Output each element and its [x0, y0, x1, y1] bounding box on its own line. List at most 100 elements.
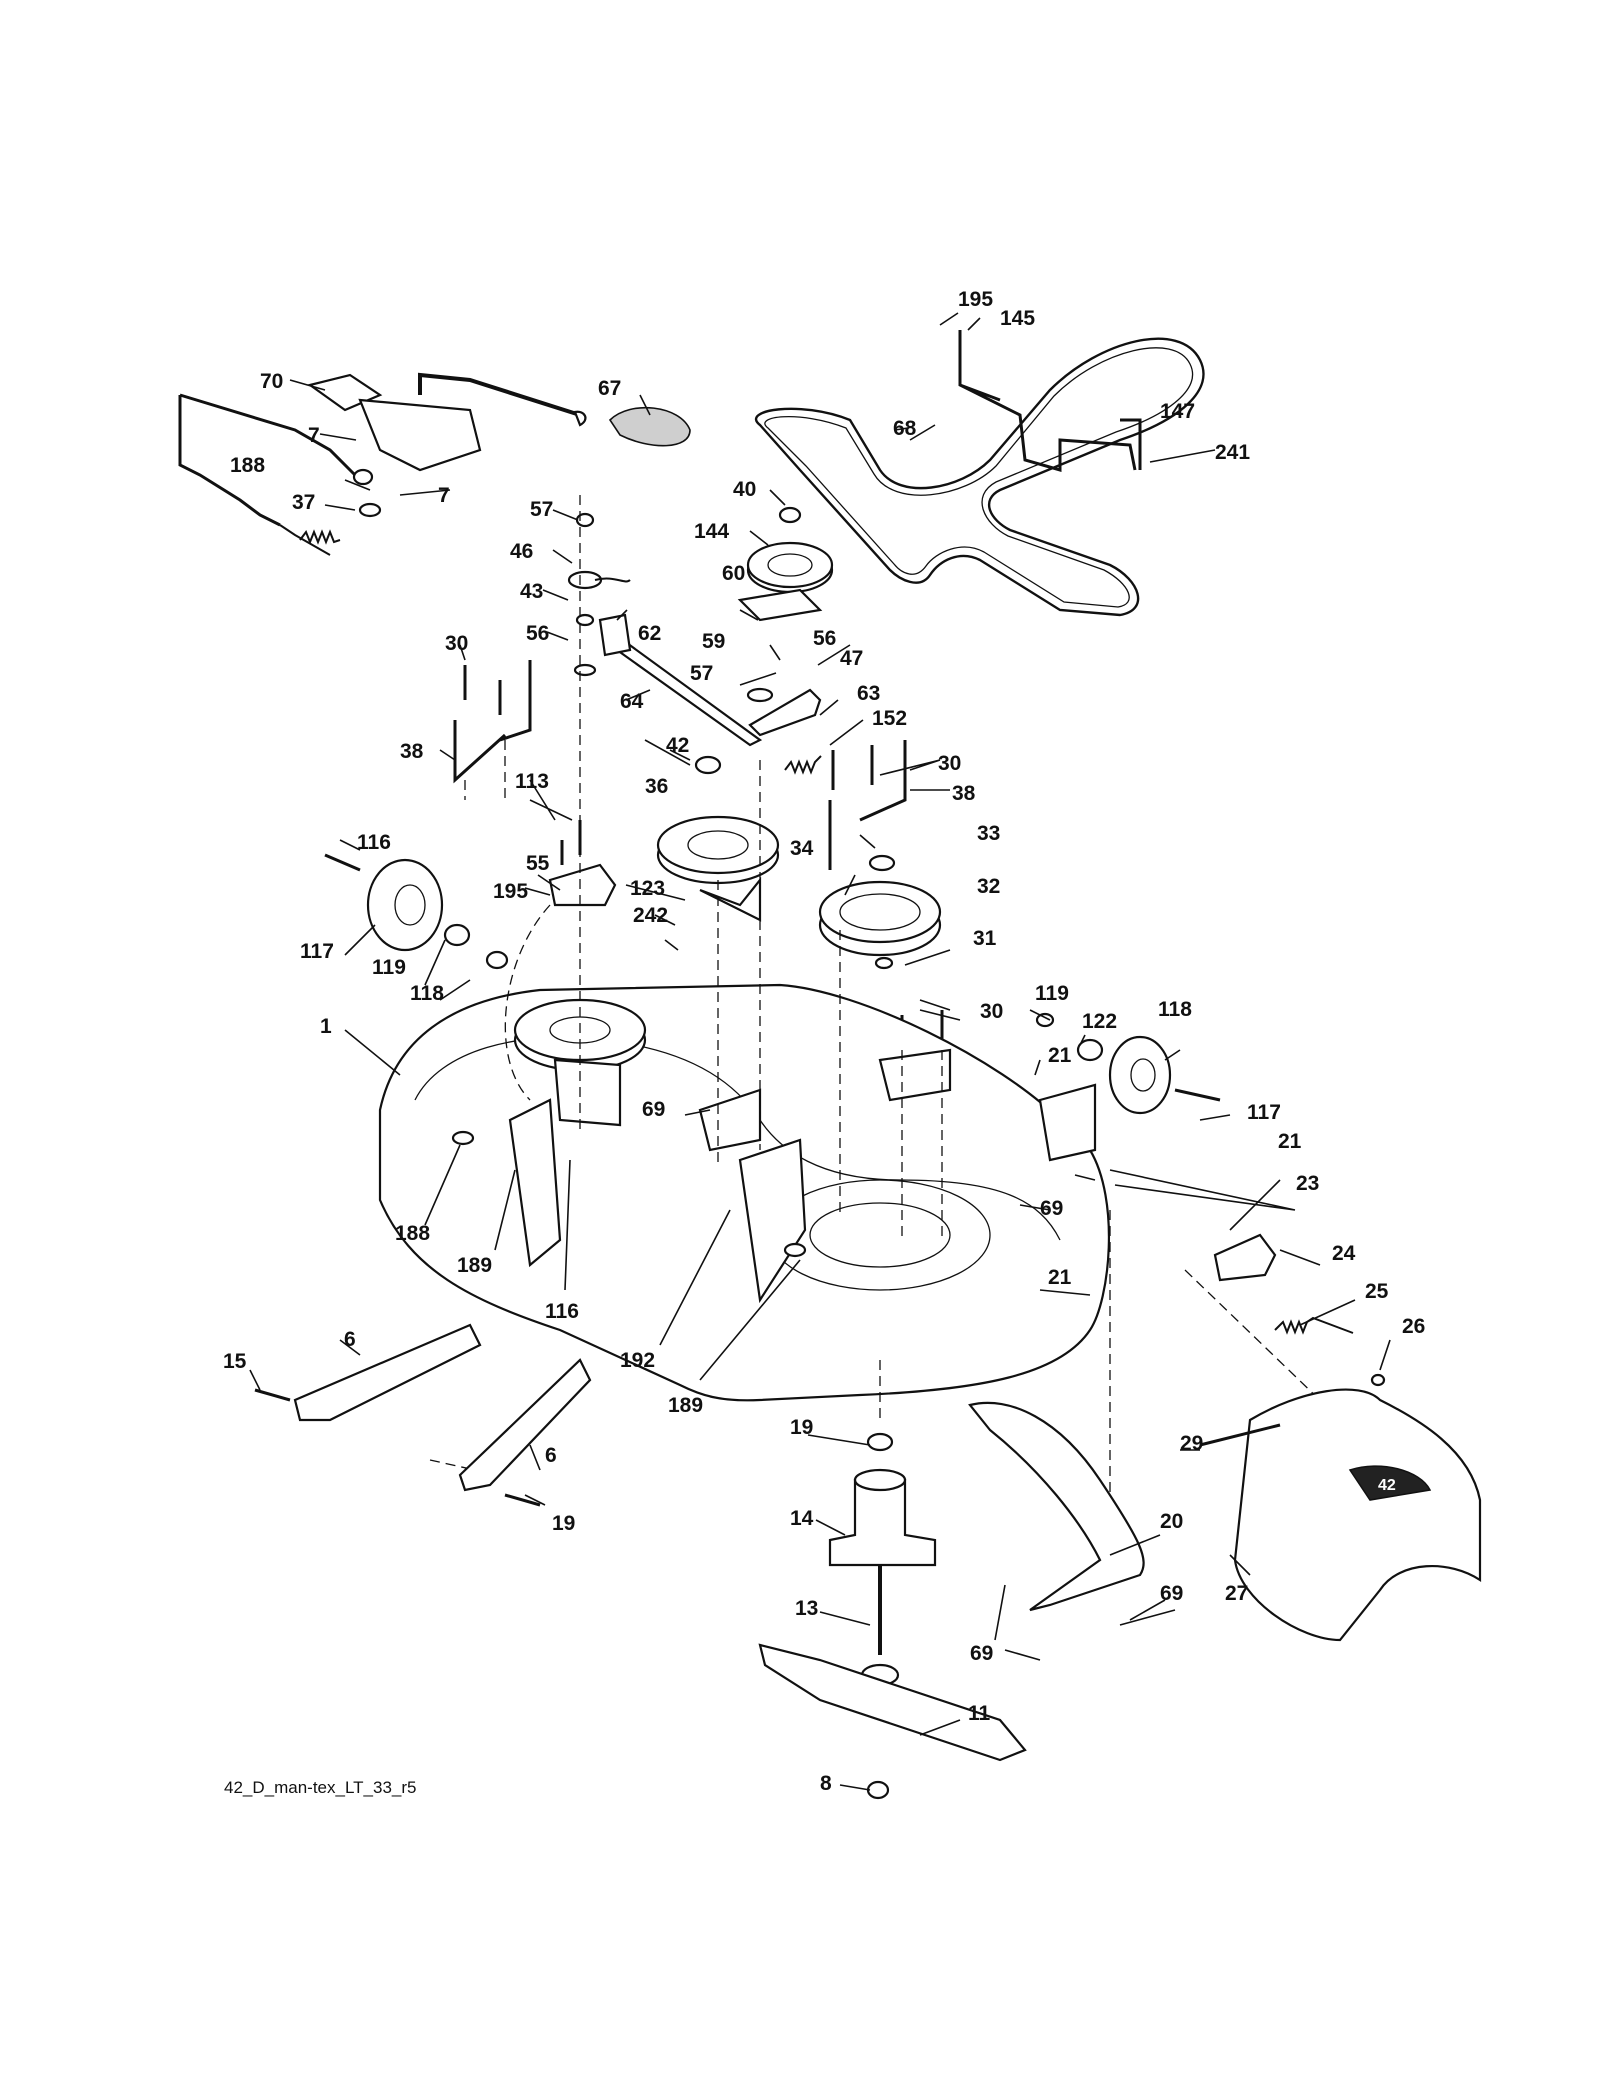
callout-63: 63 [857, 682, 880, 705]
callout-57-right: 59 [702, 630, 725, 653]
callout-30-left: 30 [445, 632, 468, 655]
callout-32: 32 [977, 875, 1000, 898]
callout-192: 195 [493, 880, 528, 903]
chute-badge-text: 42 [1378, 1477, 1396, 1494]
callout-37: 37 [292, 491, 315, 514]
callout-20: 20 [1160, 1510, 1183, 1533]
gauge-wheel-right [1108, 1035, 1172, 1115]
callout-21-a: 21 [1048, 1044, 1072, 1067]
callout-56-right: 57 [690, 662, 713, 685]
callout-113-top: 113 [515, 770, 549, 793]
baffle [968, 1401, 1145, 1612]
callout-15: 19 [790, 1416, 813, 1439]
callout-33: 33 [977, 822, 1000, 845]
chute-badge [1348, 1465, 1432, 1501]
callout-113-bottom: 116 [545, 1300, 579, 1323]
callouts: 195 145 147 241 68 70 67 7 7 188 37 57 4… [223, 288, 1425, 1795]
callout-26: 26 [1402, 1315, 1425, 1338]
callout-19-rear: 19 [552, 1512, 575, 1535]
idler-spring [784, 755, 822, 775]
callout-117-left: 117 [300, 940, 334, 963]
clutch-cable [178, 393, 357, 527]
callout-70: 70 [260, 370, 283, 393]
callout-40-mid: 42 [666, 734, 689, 757]
spindle-housing [828, 1478, 937, 1567]
cable-spring [299, 529, 341, 545]
bracket-47 [548, 863, 617, 907]
callout-7-b: 7 [438, 484, 450, 507]
callout-34: 34 [790, 837, 814, 860]
handle-knob [608, 406, 691, 447]
callout-7: 7 [308, 424, 320, 447]
callout-27: 27 [1225, 1582, 1248, 1605]
callout-195-top: 195 [958, 288, 993, 311]
callout-122: 145 [1000, 307, 1035, 330]
callout-59: 60 [722, 562, 745, 585]
callout-69-left: 69 [970, 1642, 993, 1665]
callout-64: 64 [620, 690, 644, 713]
callout-144: 123 [630, 877, 665, 900]
callout-147: 152 [872, 707, 907, 730]
callout-38-left: 38 [400, 740, 424, 763]
callout-117-right: 118 [1158, 998, 1192, 1021]
callout-189-left: 189 [457, 1254, 492, 1277]
callout-145: 144 [694, 520, 729, 543]
callout-38-right: 38 [952, 782, 976, 805]
callout-62: 69 [642, 1098, 665, 1121]
drive-belt [755, 337, 1205, 617]
callout-24: 24 [1332, 1242, 1356, 1265]
callout-6-rear: 6 [545, 1444, 557, 1467]
callout-69-right: 69 [1160, 1582, 1183, 1605]
callout-46: 47 [840, 647, 863, 670]
callout-25: 25 [1365, 1280, 1389, 1303]
deck-bracket-6-front [293, 1323, 482, 1422]
callout-40-top: 40 [733, 478, 756, 501]
callout-69-top: 69 [1040, 1197, 1063, 1220]
callout-56-left: 56 [526, 622, 549, 645]
callout-123: 147 [1160, 400, 1195, 423]
deck-bracket-6-rear [458, 1358, 592, 1492]
deflector-rod [958, 330, 1142, 472]
deck-illustration: 42 [178, 330, 1482, 1800]
callout-21-b: 21 [1278, 1130, 1302, 1153]
callout-21-c: 21 [1048, 1266, 1072, 1289]
chute-spring [1274, 1316, 1354, 1335]
callout-8: 8 [820, 1772, 832, 1795]
callout-30-lower: 30 [980, 1000, 1003, 1023]
callout-241: 242 [633, 904, 668, 927]
callout-188-right: 189 [668, 1394, 703, 1417]
callout-29: 29 [1180, 1432, 1203, 1455]
callout-67: 67 [598, 377, 621, 400]
callout-23: 23 [1296, 1172, 1319, 1195]
callout-11: 11 [968, 1702, 991, 1725]
callout-116-left: 116 [357, 831, 391, 854]
callout-31: 31 [973, 927, 997, 950]
callout-119-left: 119 [372, 956, 406, 979]
cutting-blade [758, 1643, 1027, 1762]
callout-118-right: 119 [1035, 982, 1069, 1005]
callout-68: 68 [893, 417, 917, 440]
chute-bracket [1213, 1233, 1277, 1282]
callout-57-left: 57 [530, 498, 553, 521]
callout-152: 188 [230, 454, 265, 477]
callout-36: 36 [645, 775, 668, 798]
callout-118-left: 118 [410, 982, 444, 1005]
callout-6-front: 6 [344, 1328, 356, 1351]
callout-42: 43 [520, 580, 543, 603]
callout-1: 1 [320, 1015, 332, 1038]
callout-116-right: 117 [1247, 1101, 1281, 1124]
callout-188-left: 188 [395, 1222, 430, 1245]
callout-55: 56 [813, 627, 836, 650]
callout-13: 13 [795, 1597, 818, 1620]
idler-bracket [748, 688, 822, 737]
callout-19-front: 15 [223, 1350, 247, 1373]
callout-30-right: 30 [938, 752, 961, 775]
callout-60: 62 [638, 622, 661, 645]
discharge-chute [1233, 1388, 1482, 1642]
gauge-wheel-left [366, 858, 444, 952]
callout-189-right: 192 [620, 1349, 655, 1372]
callout-43: 46 [510, 540, 533, 563]
callout-119-right: 122 [1082, 1010, 1117, 1033]
callout-195: 241 [1215, 441, 1250, 464]
callout-47: 55 [526, 852, 550, 875]
